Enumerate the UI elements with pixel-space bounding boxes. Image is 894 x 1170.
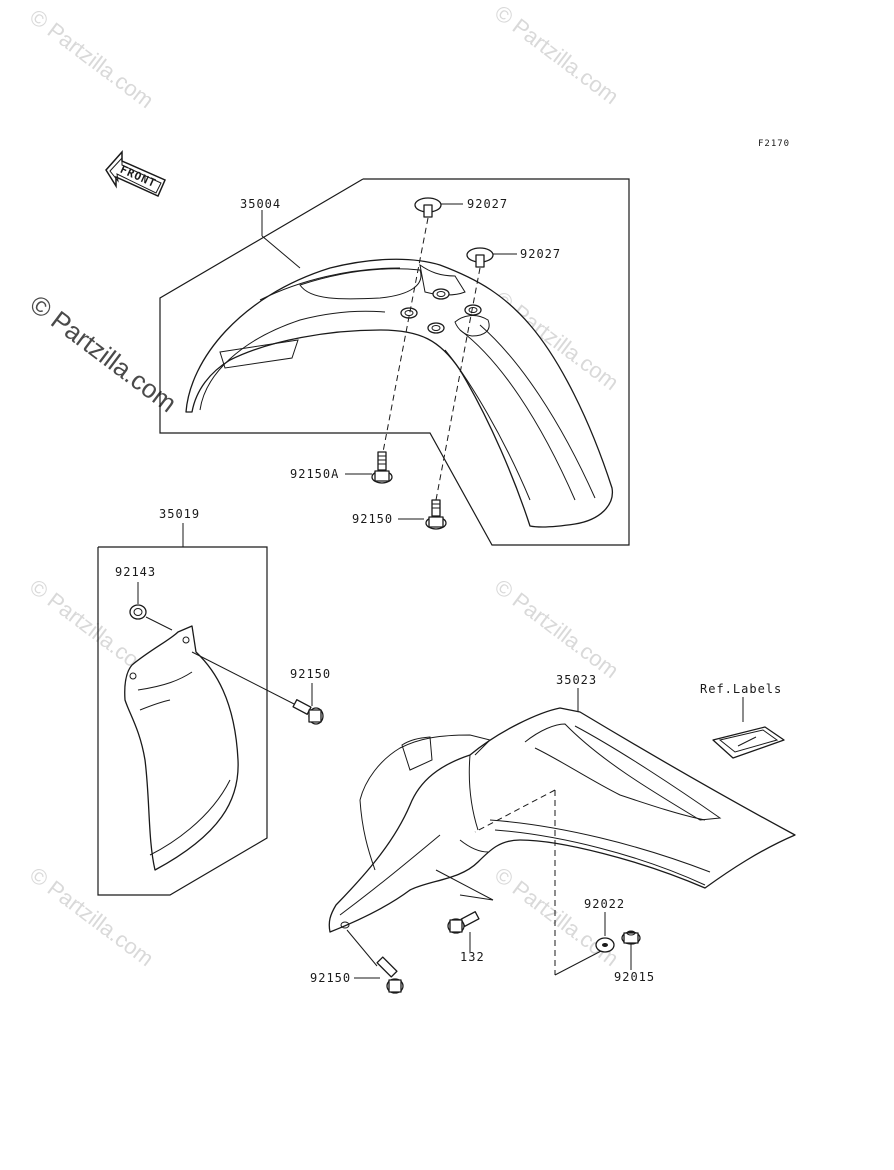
label-92150A: 92150A — [290, 467, 339, 481]
rear-fender-group — [328, 688, 796, 994]
label-92150-front: 92150 — [352, 512, 393, 526]
cap-92027-b — [466, 247, 494, 268]
watermark-6: © Partzilla.com — [25, 862, 158, 971]
flap-frame — [97, 546, 268, 896]
bolt-92150A — [371, 451, 393, 484]
watermark-7: © Partzilla.com — [490, 862, 623, 971]
label-132: 132 — [460, 950, 485, 964]
ref-label-icon — [712, 726, 785, 759]
label-92027-a: 92027 — [467, 197, 508, 211]
label-35023: 35023 — [556, 673, 597, 687]
front-arrow-icon: FRONT — [105, 150, 166, 197]
flap-group — [97, 523, 324, 896]
label-ref-labels: Ref.Labels — [700, 682, 782, 696]
watermark-1: © Partzilla.com — [25, 4, 158, 113]
front-arrow-label: FRONT — [118, 163, 158, 190]
label-35004: 35004 — [240, 197, 281, 211]
front-fender-35004 — [185, 258, 613, 528]
flap-35019 — [124, 625, 239, 871]
nut-92015 — [621, 930, 641, 945]
watermark-large: © Partzilla.com — [24, 289, 182, 418]
washer-92022 — [595, 937, 615, 953]
cap-92027-a — [414, 197, 442, 218]
watermark-5: © Partzilla.com — [490, 574, 623, 683]
bolt-92150-rear — [376, 956, 404, 994]
nut-92143 — [129, 604, 147, 620]
watermark-2: © Partzilla.com — [490, 0, 623, 109]
label-35019: 35019 — [159, 507, 200, 521]
bolt-132 — [447, 911, 480, 934]
front-fender-frame — [159, 178, 630, 546]
part-labels: 35004 92027 92027 92150A 92150 35019 921… — [115, 197, 782, 985]
rear-fender-35023 — [328, 707, 796, 933]
diagram-code: F2170 — [758, 139, 790, 149]
label-92150-rear: 92150 — [310, 971, 351, 985]
label-92150-flap: 92150 — [290, 667, 331, 681]
label-92143: 92143 — [115, 565, 156, 579]
bolt-92150-front — [425, 499, 447, 530]
label-92022: 92022 — [584, 897, 625, 911]
label-92027-b: 92027 — [520, 247, 561, 261]
label-92015: 92015 — [614, 970, 655, 984]
bolt-92150-flap — [292, 699, 324, 725]
front-fender-group — [159, 178, 630, 546]
